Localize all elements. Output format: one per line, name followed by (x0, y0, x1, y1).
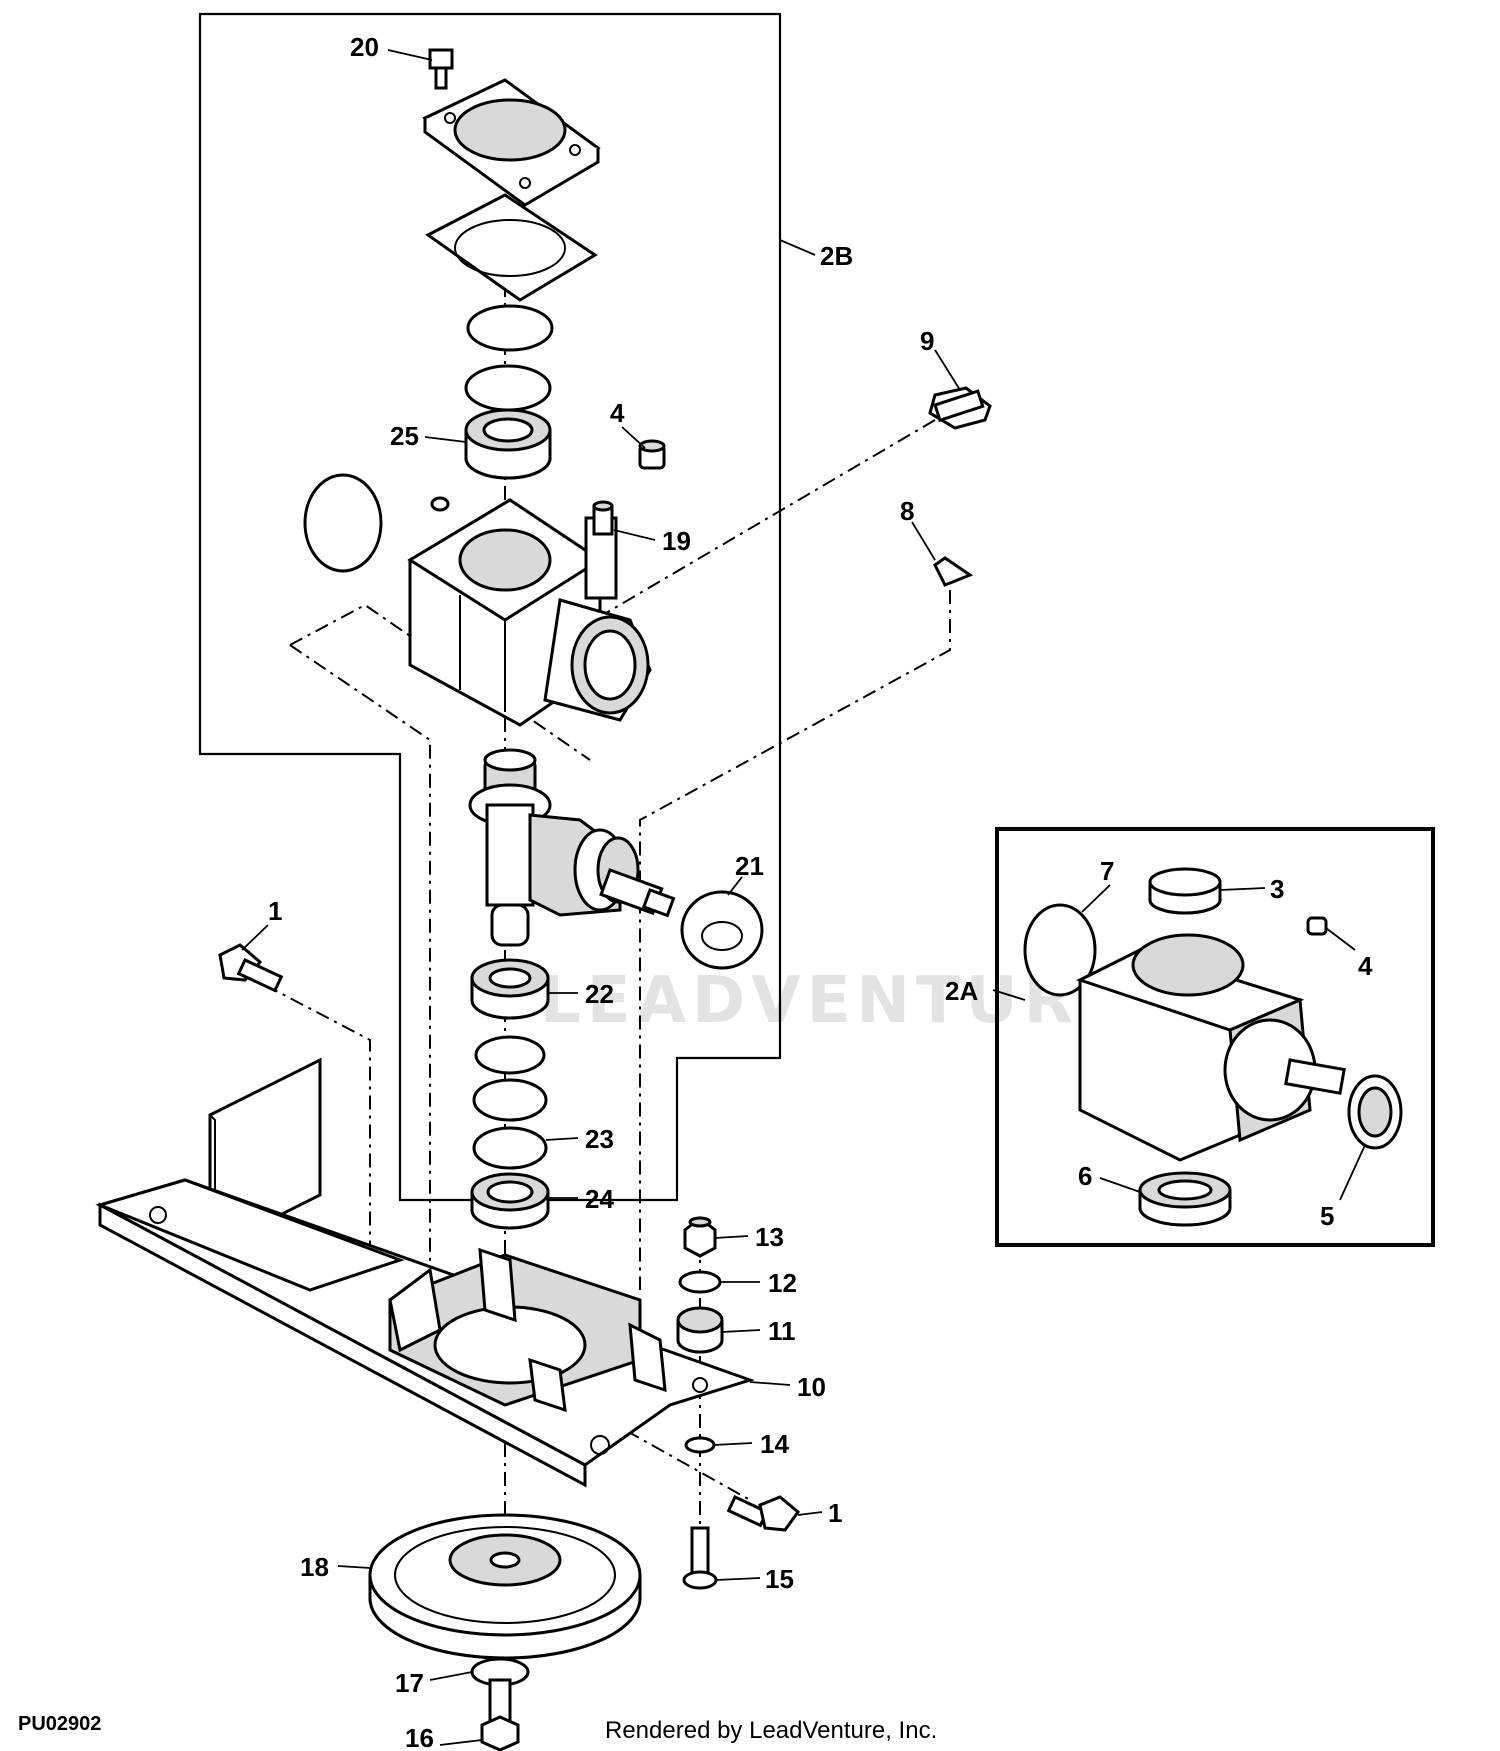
leader-25 (424, 436, 467, 443)
figure-code: PU02902 (18, 1713, 101, 1735)
watermark-text: LEADVENTURE (540, 964, 1129, 1038)
bolt-1-right (726, 1495, 801, 1532)
inset-callout-3: 3 (1270, 874, 1284, 904)
callout-17: 17 (395, 1668, 424, 1698)
callout-24: 24 (585, 1184, 614, 1214)
callout-19: 19 (662, 526, 691, 556)
callout-21: 21 (735, 851, 764, 881)
leader-i7 (1081, 884, 1111, 913)
callout-11: 11 (768, 1316, 796, 1346)
leader-8 (911, 521, 936, 561)
inset-ring-3 (1148, 867, 1222, 915)
gearbox-housing (407, 498, 652, 727)
inset-callout-7: 7 (1100, 856, 1114, 886)
leader-1b (797, 1511, 823, 1516)
ring-23 (472, 1126, 548, 1170)
inset-callout-5: 5 (1320, 1201, 1334, 1231)
inset-gearbox-housing (1076, 933, 1346, 1162)
leader-i3 (1219, 887, 1266, 891)
leader-20 (387, 49, 433, 61)
bolt-15 (682, 1526, 718, 1590)
seal-24 (470, 1172, 550, 1230)
bolt-16 (480, 1678, 520, 1751)
leader-4 (621, 426, 646, 449)
callout-8: 8 (900, 496, 914, 526)
leader-19 (613, 529, 656, 541)
gasket (425, 193, 598, 302)
plug-4 (638, 439, 666, 470)
o-ring-lower (464, 364, 552, 412)
washer-12 (678, 1270, 722, 1294)
housing-nut (430, 496, 450, 512)
callout-15: 15 (765, 1564, 794, 1594)
callout-9: 9 (920, 326, 934, 356)
mounting-bracket-10 (95, 1178, 755, 1488)
inset-bearing-6 (1138, 1171, 1232, 1227)
pulley-18 (368, 1513, 642, 1660)
leader-i2A (992, 989, 1026, 1001)
bearing-22 (470, 958, 550, 1020)
leader-i6 (1099, 1177, 1141, 1193)
assembly-2b-outline (198, 12, 782, 1202)
callout-12: 12 (768, 1268, 797, 1298)
bushing-11 (676, 1306, 724, 1354)
inset-plug-4 (1306, 916, 1328, 936)
callout-2B: 2B (820, 241, 853, 271)
leader-17 (429, 1671, 473, 1681)
leader-i4 (1325, 927, 1356, 951)
leader-13 (714, 1235, 749, 1239)
bolt-9 (928, 386, 992, 430)
inset-callout-2A: 2A (945, 976, 978, 1006)
o-ring-b (472, 1078, 548, 1122)
lock-washer-14 (684, 1436, 716, 1454)
leader-1a (241, 924, 269, 951)
grease-fitting-19 (592, 500, 614, 536)
inset-cap-7 (1023, 903, 1097, 997)
leader-14 (713, 1442, 753, 1446)
leader-16 (439, 1739, 483, 1746)
callout-23: 23 (585, 1124, 614, 1154)
callout-20: 20 (350, 32, 379, 62)
alignment-line-key-8 (639, 590, 951, 1290)
leader-11 (721, 1329, 761, 1333)
callout-13: 13 (755, 1222, 784, 1252)
callout-1-right: 1 (828, 1498, 842, 1528)
inset-callout-6: 6 (1078, 1161, 1092, 1191)
callout-22: 22 (585, 979, 614, 1009)
key-8 (933, 556, 974, 587)
cover-plate (422, 78, 601, 207)
leader-15 (715, 1577, 761, 1581)
seal-21 (680, 890, 764, 970)
render-credit: Rendered by LeadVenture, Inc. (605, 1717, 937, 1744)
leader-2B (779, 239, 816, 256)
o-ring-upper (466, 304, 554, 352)
inset-seal-5 (1347, 1074, 1403, 1150)
callout-25: 25 (390, 421, 419, 451)
callout-10: 10 (797, 1372, 826, 1402)
callout-1-left: 1 (268, 896, 282, 926)
callout-16: 16 (405, 1723, 434, 1751)
callout-14: 14 (760, 1429, 789, 1459)
gear-shaft-assembly (468, 748, 676, 947)
inset-2a-frame (995, 827, 1435, 1247)
leader-i5 (1339, 1144, 1366, 1201)
bolt-1-left (218, 943, 284, 993)
bolt-20 (428, 48, 454, 90)
leader-10 (749, 1381, 791, 1386)
callout-18: 18 (300, 1552, 329, 1582)
callout-4: 4 (610, 398, 625, 428)
leader-21 (727, 876, 743, 896)
alignment-line-bolt-1b (499, 1359, 751, 1501)
o-ring-a (474, 1035, 546, 1075)
inset-callout-4: 4 (1358, 951, 1373, 981)
bearing-25 (464, 408, 552, 480)
leader-23 (545, 1137, 579, 1141)
side-cap-disc (303, 473, 383, 573)
nut-13 (683, 1216, 717, 1258)
leader-18 (337, 1565, 371, 1569)
leader-9 (934, 349, 961, 391)
